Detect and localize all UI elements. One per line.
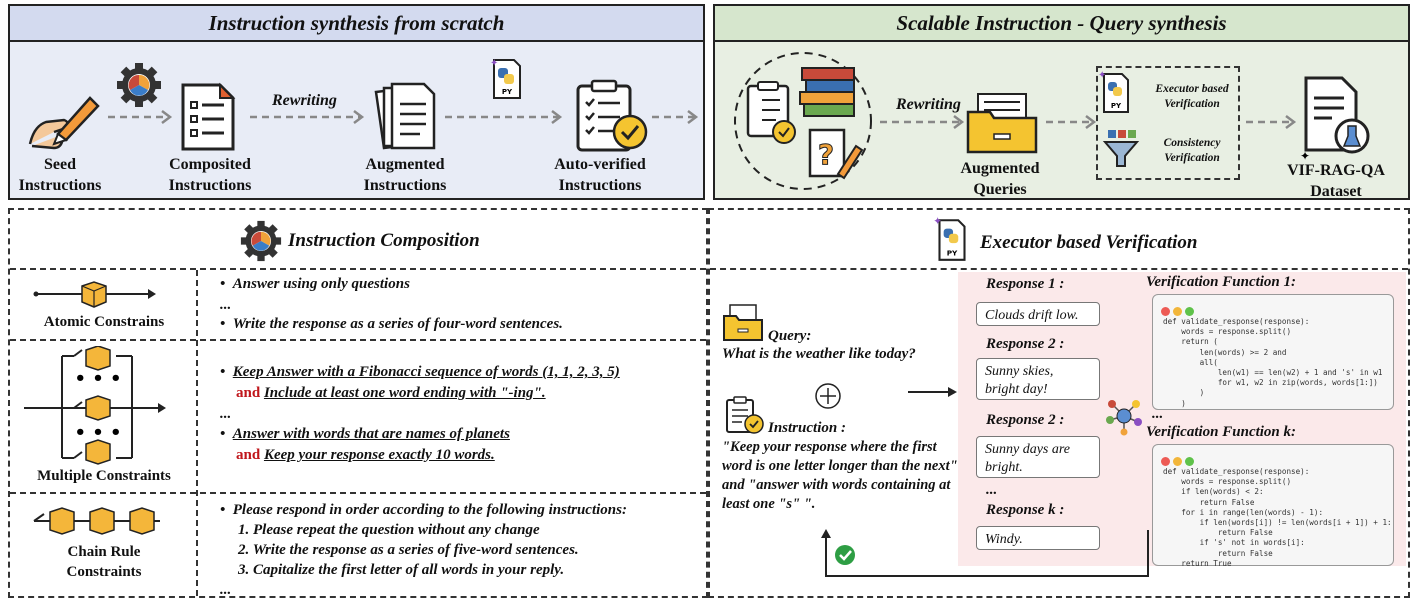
dataset-label: VIF-RAG-QA Dataset xyxy=(1287,162,1385,200)
query-label: Query: xyxy=(768,328,812,344)
multiple-label: Multiple Constraints xyxy=(37,468,171,484)
chain-item-3: 3. Capitalize the first letter of all wo… xyxy=(238,562,565,578)
llm-network-icon xyxy=(1106,400,1142,436)
executor-title: Executor based Verification xyxy=(980,232,1198,253)
svg-text:PY: PY xyxy=(1111,102,1122,110)
query-to-response-arrow xyxy=(908,387,957,397)
dataset-document-icon: ✦ xyxy=(1300,76,1370,160)
query-text: What is the weather like today? xyxy=(722,346,916,362)
chain-ellipsis: ... xyxy=(220,582,232,598)
svg-text:✦: ✦ xyxy=(933,215,942,227)
multiple-line-2: and Include at least one word ending wit… xyxy=(236,385,546,401)
executor-python-icon: PY ✦ xyxy=(933,215,966,261)
verification-function-k-code: def validate_response(response): words =… xyxy=(1152,444,1394,568)
left-panel-title: Instruction synthesis from scratch xyxy=(10,6,703,42)
composition-gear-icon xyxy=(117,63,161,107)
atomic-constraint-diagram xyxy=(33,281,156,308)
chain-item-2: 2. Write the response as a series of fiv… xyxy=(238,542,579,558)
right-rewriting-label: Rewriting xyxy=(896,96,961,113)
seed-circle-group: ? xyxy=(734,52,872,190)
atomic-line-3: • Write the response as a series of four… xyxy=(220,316,563,332)
consistency-funnel-icon xyxy=(1102,130,1140,167)
atomic-line-2: ... xyxy=(220,297,232,313)
multiple-constraint-diagram: • • • • • • xyxy=(24,346,166,465)
svg-text:✦: ✦ xyxy=(1300,149,1310,160)
svg-text:?: ? xyxy=(818,138,834,171)
response-k-box: Windy. xyxy=(976,526,1100,550)
instruction-text: "Keep your response where the first word… xyxy=(722,439,958,512)
check-circle-icon xyxy=(835,545,855,565)
query-folder-icon xyxy=(723,304,763,341)
chain-item-1: 1. Please repeat the question without an… xyxy=(238,522,540,538)
atomic-line-1: • Answer using only questions xyxy=(220,276,410,292)
chain-intro: • Please respond in order according to t… xyxy=(220,502,627,518)
composition-header-divider xyxy=(10,268,706,270)
response-2-title: Response 2 : xyxy=(986,336,1065,352)
composition-gear-icon-large xyxy=(240,220,282,262)
response-1-box: Clouds drift low. xyxy=(976,302,1100,326)
python-file-icon-small: PY ✦ xyxy=(1098,70,1129,113)
atomic-divider xyxy=(10,339,706,341)
atomic-label: Atomic Constrains xyxy=(43,314,165,330)
python-file-icon: PY ✦ xyxy=(490,58,521,99)
instruction-clipboard-icon xyxy=(726,396,764,434)
response-ellipsis: ... xyxy=(986,482,998,498)
svg-text:✦: ✦ xyxy=(490,58,498,69)
composition-column-divider xyxy=(196,270,198,596)
step-auto-verified-label: Auto-verified Instructions xyxy=(554,156,646,194)
instruction-label: Instruction : xyxy=(768,420,846,436)
composition-title: Instruction Composition xyxy=(288,230,480,251)
step-seed-label: Seed Instructions xyxy=(18,156,102,194)
augmented-queries-label: Augmented Queries xyxy=(960,160,1040,198)
response-2-box: Sunny skies, bright day! xyxy=(976,358,1100,400)
executor-verification-label: Executor based Verification xyxy=(1155,83,1229,110)
response-k-title: Response k : xyxy=(986,502,1065,518)
verification-function-1-title: Verification Function 1: xyxy=(1146,274,1297,290)
augmented-documents-icon xyxy=(374,82,436,150)
response-1-title: Response 1 : xyxy=(986,276,1065,292)
right-panel-arrows xyxy=(880,115,1297,129)
seed-hand-pencil-icon xyxy=(28,96,100,150)
chain-label: Chain Rule Constraints xyxy=(66,544,142,580)
function-ellipsis: ... xyxy=(1152,406,1164,422)
instruction-composition-box xyxy=(8,208,708,598)
auto-verified-clipboard-icon xyxy=(576,79,648,152)
svg-text:✦: ✦ xyxy=(1098,70,1106,81)
step-composited-label: Composited Instructions xyxy=(168,156,252,194)
window-dots xyxy=(1161,301,1197,320)
code-1-text: def validate_response(response): words =… xyxy=(1163,317,1383,408)
left-rewriting-label: Rewriting xyxy=(272,92,337,109)
plus-circle-icon xyxy=(815,383,841,409)
feedback-loop-arrow xyxy=(821,529,1149,577)
py-label: PY xyxy=(947,249,958,258)
window-dots-k xyxy=(1161,451,1197,470)
multiple-ellipsis: ... xyxy=(220,406,232,422)
svg-text:PY: PY xyxy=(502,88,513,96)
code-k-text: def validate_response(response): words =… xyxy=(1163,467,1392,568)
chain-constraint-diagram xyxy=(33,507,160,535)
verification-function-k-title: Verification Function k: xyxy=(1146,424,1297,440)
consistency-verification-label: Consistency Verification xyxy=(1163,137,1221,164)
composited-document-icon xyxy=(181,82,236,151)
left-panel-arrows xyxy=(108,110,699,124)
executor-header-divider xyxy=(710,268,1408,270)
svg-text:• • •: • • • xyxy=(74,368,121,389)
multiple-line-1: • Keep Answer with a Fibonacci sequence … xyxy=(220,364,620,380)
response-3-box: Sunny days are bright. xyxy=(976,436,1100,478)
right-panel-title: Scalable Instruction - Query synthesis xyxy=(715,6,1408,42)
response-3-title: Response 2 : xyxy=(986,412,1065,428)
multiple-line-4: and Keep your response exactly 10 words. xyxy=(236,447,495,463)
executor-verification-box xyxy=(708,208,1410,598)
verification-function-1-code: def validate_response(response): words =… xyxy=(1152,294,1394,410)
augmented-queries-folder-icon xyxy=(966,93,1038,154)
svg-text:• • •: • • • xyxy=(74,422,121,443)
verification-dashed-box xyxy=(1096,66,1240,180)
multiple-divider xyxy=(10,492,706,494)
step-augmented-label: Augmented Instructions xyxy=(363,156,447,194)
multiple-line-3: • Answer with words that are names of pl… xyxy=(220,426,510,442)
